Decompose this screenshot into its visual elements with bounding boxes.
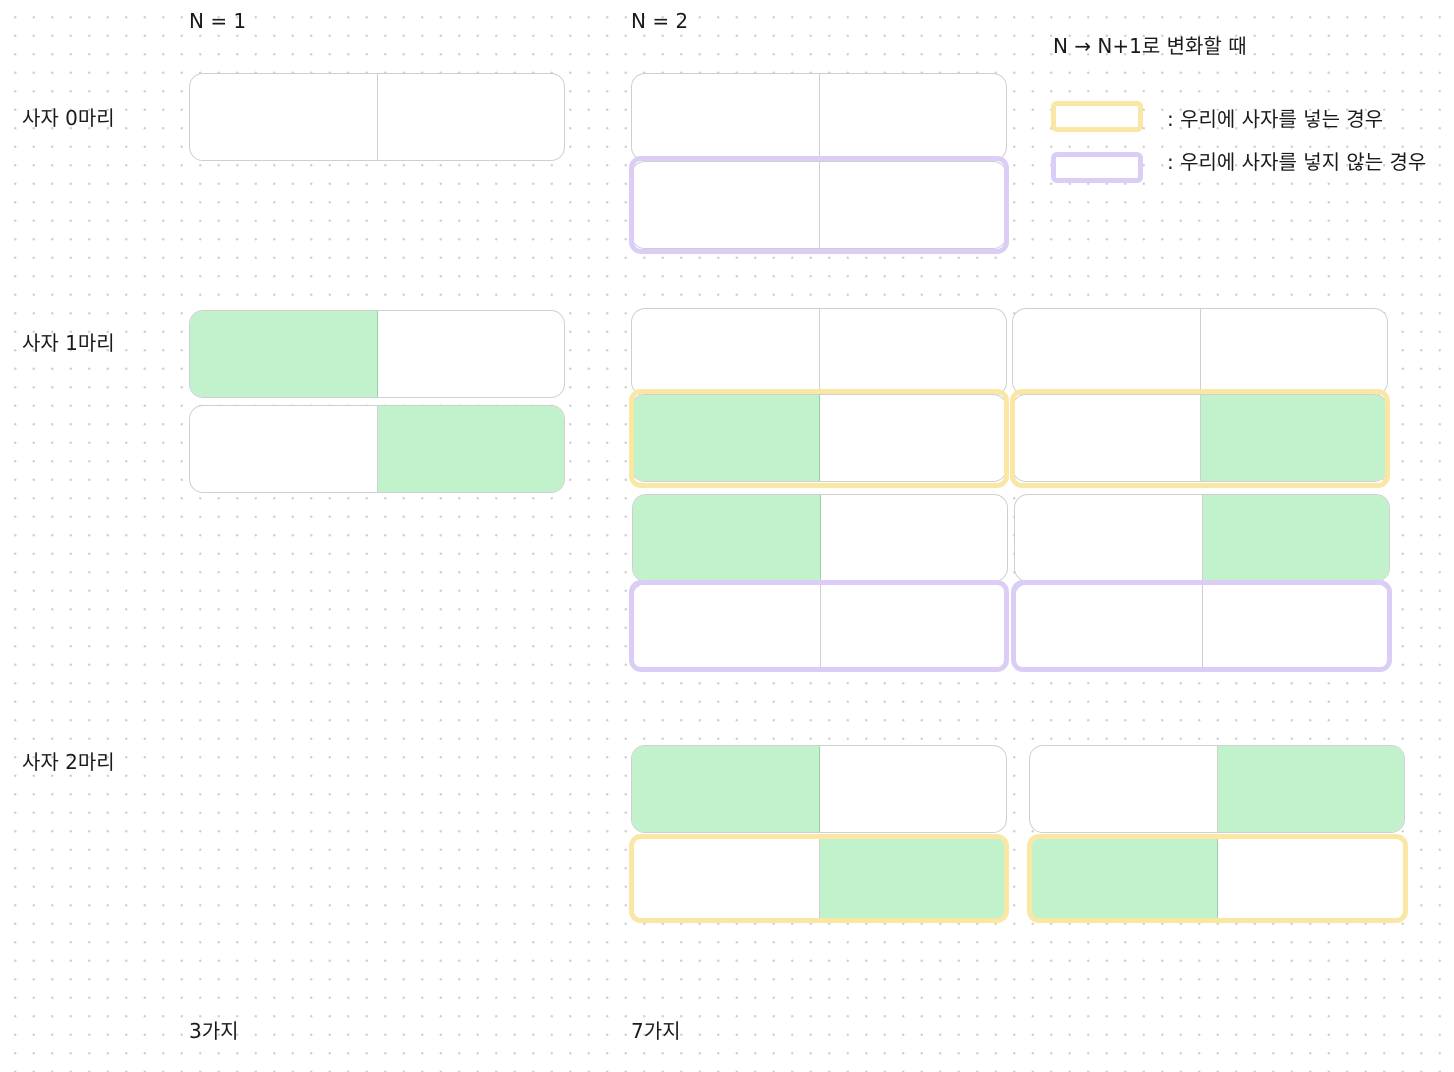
cage-n2-row1-lion-right — [1029, 745, 1405, 833]
cage-cell-lion — [1200, 395, 1387, 481]
cage-cell-empty — [632, 162, 820, 248]
cage-n1-lion-right — [189, 405, 565, 493]
cage-n1-empty — [189, 73, 565, 161]
cage-cell-empty — [820, 74, 1007, 160]
cage-cell-empty — [820, 395, 1007, 481]
cage-cell-empty — [632, 835, 820, 921]
cage-cell-empty — [1218, 835, 1405, 921]
legend-label-insert-lion: : 우리에 사자를 넣는 경우 — [1167, 107, 1384, 131]
cage-n2-row2-lion-left — [631, 394, 1007, 482]
cage-cell-lion — [819, 835, 1006, 921]
total-n2: 7가지 — [631, 1019, 681, 1043]
cage-n2-row2-empty — [632, 583, 1008, 671]
cage-n2-row2-empty — [631, 161, 1007, 249]
cage-n2-row1-empty — [631, 308, 1007, 396]
cage-n2-row1-lion-left — [632, 494, 1008, 582]
cage-cell-empty — [378, 74, 565, 160]
cage-cell-empty — [632, 74, 820, 160]
cage-cell-lion — [632, 395, 820, 481]
cage-cell-empty — [1013, 395, 1201, 481]
row-label-lion-0: 사자 0마리 — [22, 106, 115, 130]
row-label-lion-2: 사자 2마리 — [22, 750, 115, 774]
cage-n2-row2-lion-left — [1029, 834, 1405, 922]
cage-cell-empty — [820, 309, 1007, 395]
legend-title: N → N+1로 변화할 때 — [1053, 34, 1247, 58]
cage-cell-lion — [190, 311, 378, 397]
cage-cell-empty — [378, 311, 565, 397]
cage-cell-lion — [633, 495, 821, 581]
cage-cell-empty — [1201, 309, 1388, 395]
cage-cell-empty — [821, 495, 1008, 581]
cage-cell-empty — [1015, 495, 1203, 581]
column-header-n1: N = 1 — [189, 9, 247, 33]
cage-cell-empty — [633, 584, 821, 670]
cage-cell-lion — [1217, 746, 1404, 832]
cage-n2-row1-empty — [1012, 308, 1388, 396]
cage-cell-empty — [1030, 746, 1218, 832]
cage-n1-lion-left — [189, 310, 565, 398]
cage-n2-row2-empty — [1014, 583, 1390, 671]
cage-cell-empty — [1013, 309, 1201, 395]
row-label-lion-1: 사자 1마리 — [22, 331, 115, 355]
cage-cell-empty — [632, 309, 820, 395]
column-header-n2: N = 2 — [631, 9, 689, 33]
cage-n2-row1-lion-left — [631, 745, 1007, 833]
cage-cell-lion — [1202, 495, 1389, 581]
cage-cell-empty — [1015, 584, 1203, 670]
cage-cell-empty — [820, 162, 1007, 248]
legend-swatch-insert-lion — [1051, 101, 1143, 132]
cage-cell-lion — [632, 746, 820, 832]
total-n1: 3가지 — [189, 1019, 239, 1043]
cage-cell-empty — [190, 74, 378, 160]
legend-label-no-lion: : 우리에 사자를 넣지 않는 경우 — [1167, 150, 1427, 174]
cage-cell-empty — [820, 746, 1007, 832]
cage-cell-lion — [377, 406, 564, 492]
cage-n2-row2-lion-right — [1012, 394, 1388, 482]
cage-n2-row1-empty — [631, 73, 1007, 161]
cage-cell-empty — [821, 584, 1008, 670]
legend-swatch-no-lion — [1051, 152, 1143, 183]
cage-cell-empty — [1203, 584, 1390, 670]
cage-n2-row2-lion-right — [631, 834, 1007, 922]
cage-n2-row1-lion-right — [1014, 494, 1390, 582]
cage-cell-empty — [190, 406, 378, 492]
cage-cell-lion — [1030, 835, 1218, 921]
